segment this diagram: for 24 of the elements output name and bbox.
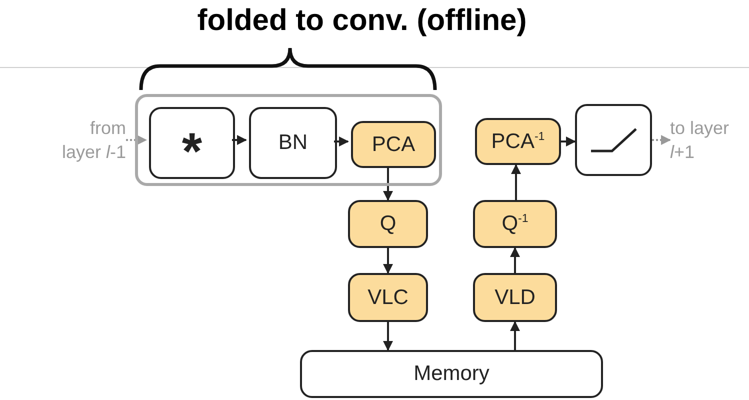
heading: folded to conv. (offline) [196, 4, 528, 38]
arrow [510, 321, 520, 350]
process-box: VLD [473, 273, 557, 322]
process-box: Q [348, 200, 428, 248]
arrow [383, 248, 393, 274]
arrow [383, 165, 393, 201]
activation-box [575, 104, 652, 176]
arrow [232, 135, 247, 145]
io-label: to layer l+1 [670, 116, 746, 164]
arrow [510, 247, 520, 273]
process-box: PCA [351, 121, 436, 168]
process-box: Memory [300, 350, 603, 398]
arrow [334, 136, 349, 146]
arrow [126, 135, 147, 145]
arrow [652, 135, 671, 145]
process-box: VLC [348, 273, 428, 322]
process-box: BN [249, 107, 337, 179]
arrow [511, 164, 521, 200]
process-box: Q$^{-1}$ [473, 200, 557, 248]
arrow [383, 322, 393, 351]
process-box: * [149, 107, 235, 179]
io-label: from layer l-1 [50, 116, 126, 164]
process-box: PCA$^{-1}$ [475, 118, 561, 165]
arrow [561, 136, 576, 146]
